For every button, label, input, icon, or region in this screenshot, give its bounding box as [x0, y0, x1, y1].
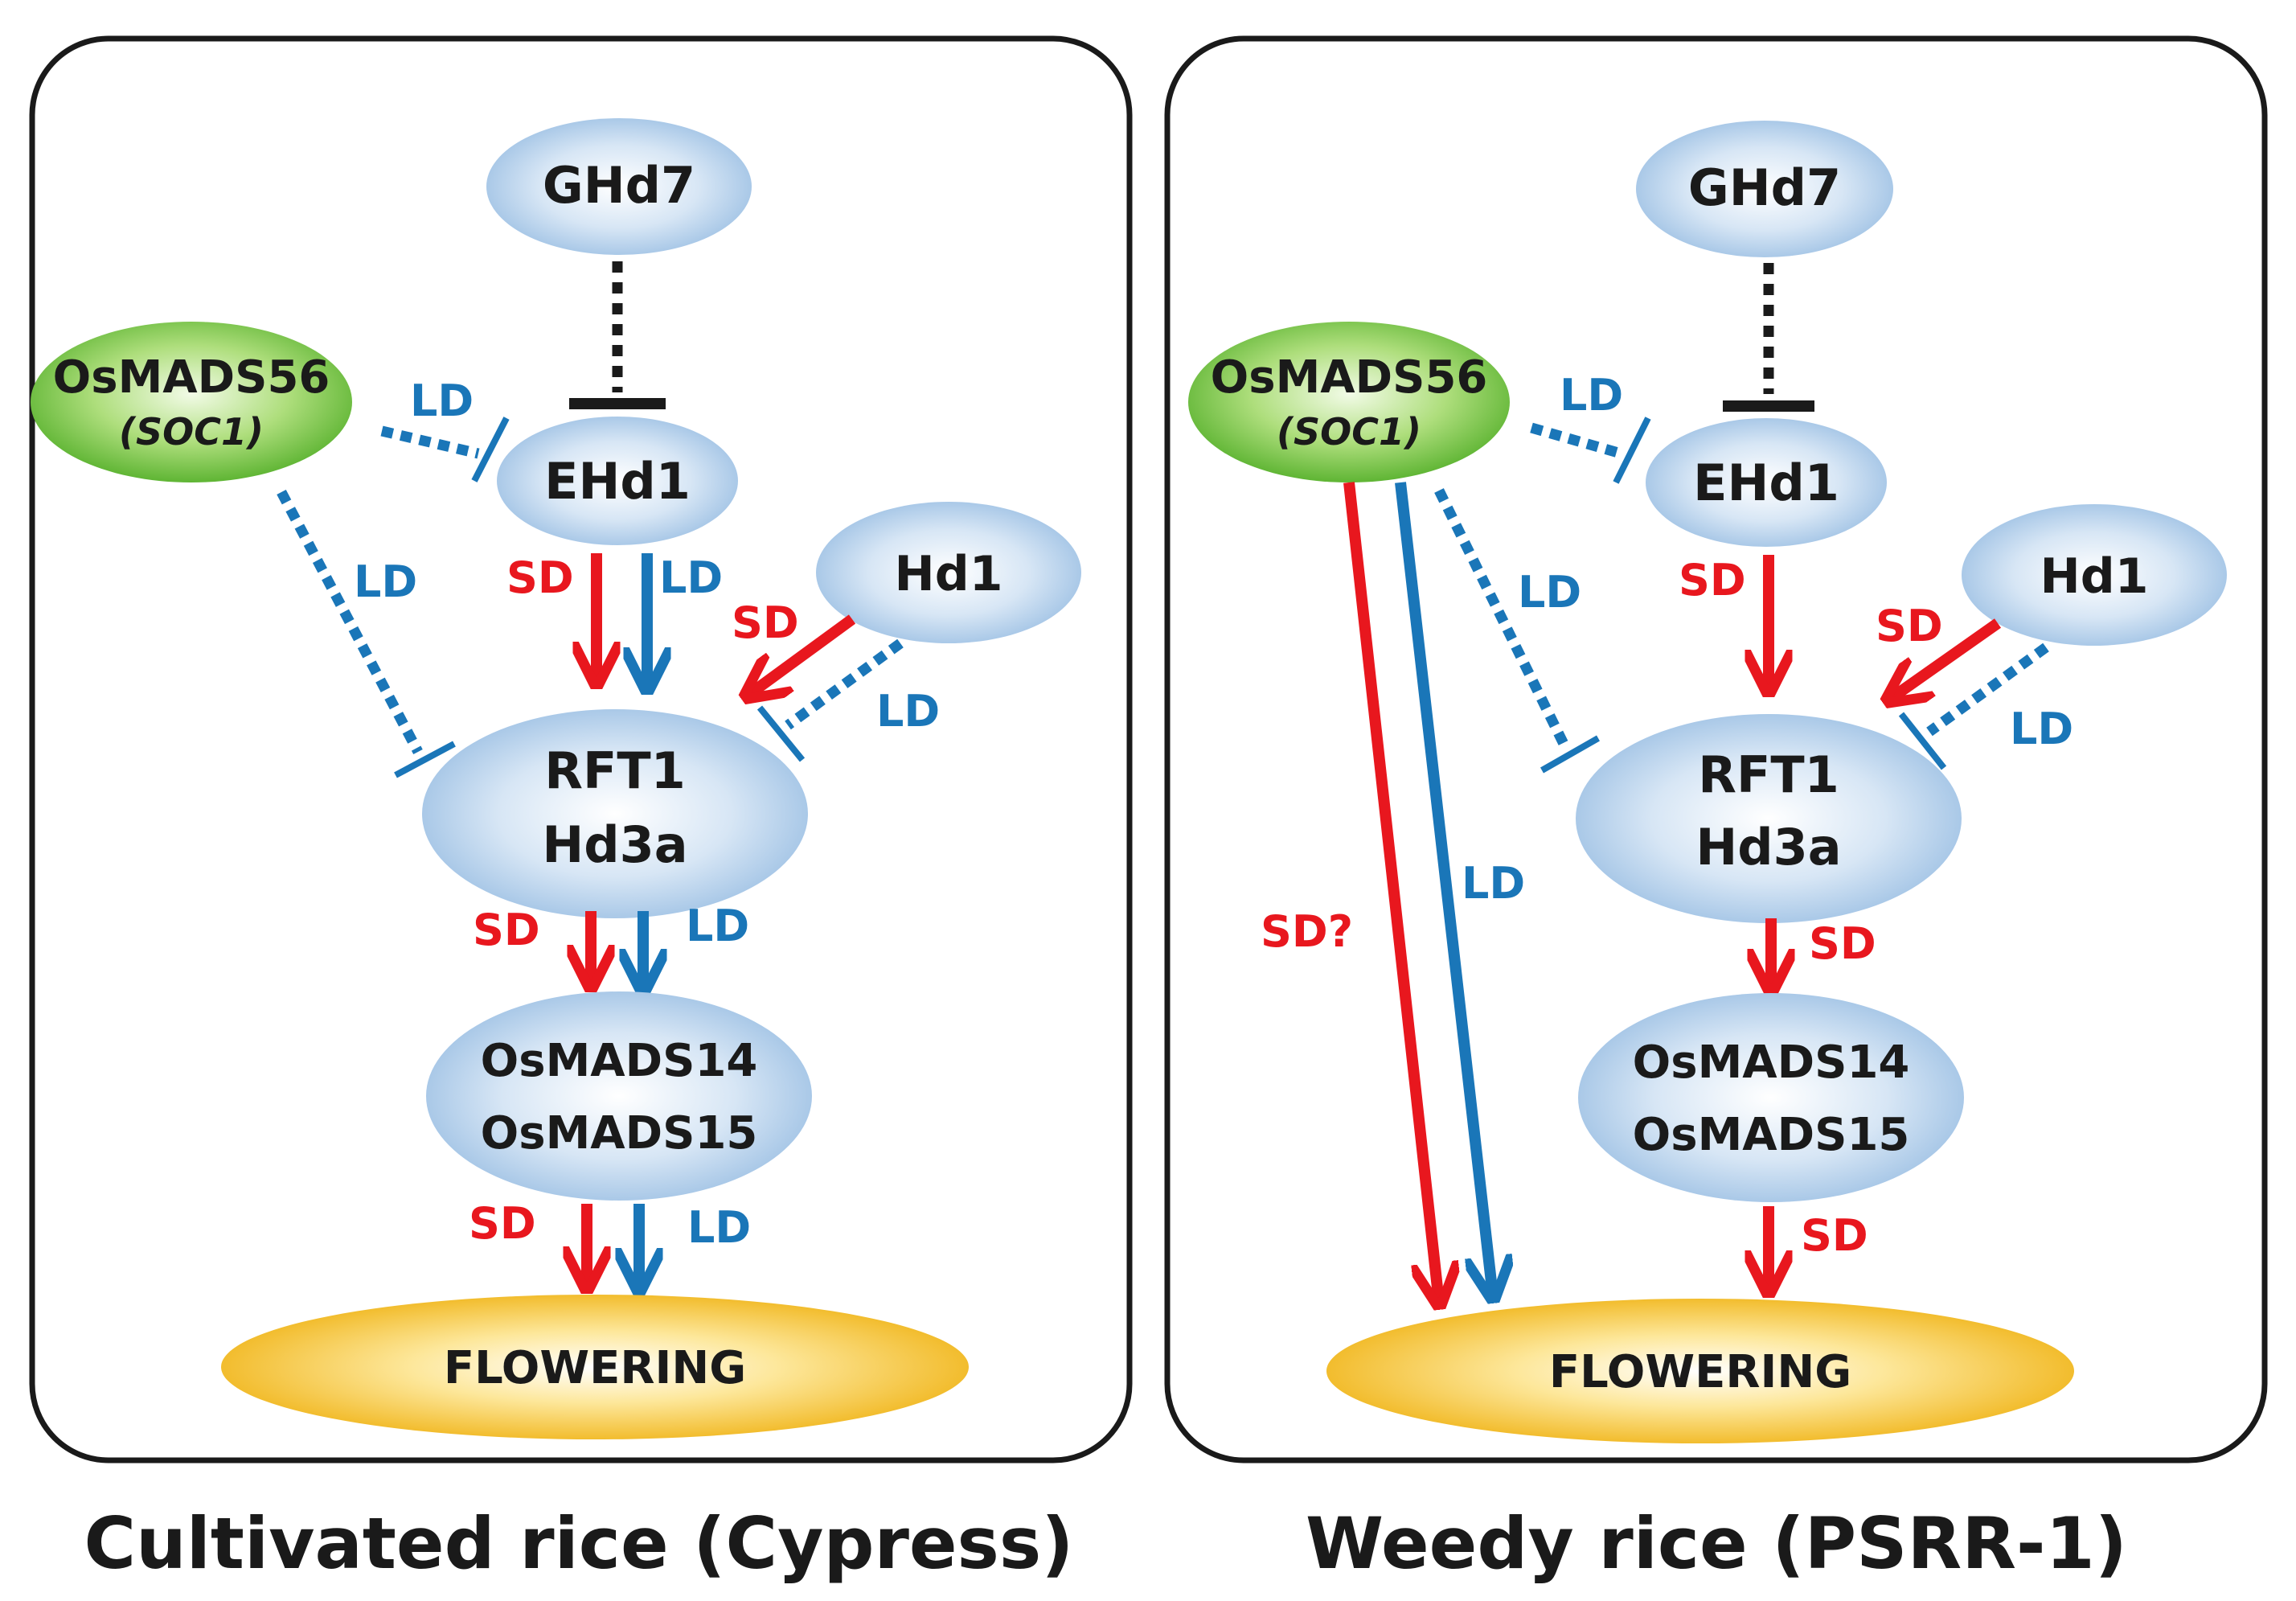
- node-osmads15-label: OsMADS15: [481, 1107, 758, 1160]
- panel-weedy: GHd7 EHd1 OsMADS56 (SOC1) LD LD SD? LD S…: [1164, 35, 2268, 1585]
- node-osmads56: OsMADS56 (SOC1): [1188, 322, 1510, 482]
- node-hd1: Hd1: [1962, 504, 2227, 646]
- node-osmads56: OsMADS56 (SOC1): [31, 322, 352, 482]
- node-osmads56-label: OsMADS56: [1211, 351, 1488, 404]
- node-soc1-label: (SOC1): [119, 410, 264, 454]
- label-ld: LD: [410, 376, 474, 426]
- label-ld: LD: [1462, 858, 1525, 909]
- repression-bar: [1898, 712, 1947, 770]
- node-ehd1-label: EHd1: [1693, 454, 1839, 512]
- label-sd: SD: [1679, 555, 1746, 606]
- node-soc1-label: (SOC1): [1277, 410, 1421, 454]
- node-osmads14-label: OsMADS14: [481, 1035, 758, 1087]
- node-rft1-hd3a: RFT1 Hd3a: [1576, 714, 1962, 923]
- edge-hd1-rft1-sd: [748, 614, 856, 696]
- repression-bar: [1540, 735, 1600, 774]
- node-hd1: Hd1: [816, 502, 1081, 643]
- node-ghd7-label: GHd7: [543, 156, 695, 215]
- node-flowering: FLOWERING: [1326, 1299, 2074, 1443]
- repression-bar: [1613, 417, 1651, 484]
- node-flowering-label: FLOWERING: [444, 1342, 746, 1394]
- edge-osmads56-flowering-sd: [1343, 482, 1439, 1303]
- label-sd: SD: [473, 905, 540, 955]
- label-ld: LD: [687, 1202, 751, 1253]
- node-ehd1: EHd1: [497, 417, 738, 545]
- label-ld: LD: [876, 686, 940, 737]
- label-sd: SD: [1876, 601, 1943, 651]
- node-hd3a-label: Hd3a: [542, 815, 687, 874]
- label-ld: LD: [354, 556, 417, 607]
- label-sd: SD: [732, 597, 799, 648]
- panel-caption: Cultivated rice (Cypress): [84, 1502, 1073, 1585]
- edge-hd1-rft1-ld: [1926, 642, 2049, 737]
- panel-cultivated: GHd7 EHd1 OsMADS56 (SOC1) LD LD SD LD: [29, 35, 1133, 1585]
- node-osmads14-15: OsMADS14 OsMADS15: [426, 991, 812, 1201]
- label-sd-question: SD?: [1261, 906, 1353, 957]
- panel-caption: Weedy rice (PSRR-1): [1306, 1502, 2127, 1585]
- node-hd1-label: Hd1: [895, 546, 1003, 602]
- edge-hd1-rft1-sd: [1889, 618, 2002, 700]
- label-ld: LD: [1560, 370, 1623, 421]
- label-sd: SD: [469, 1198, 536, 1249]
- label-sd: SD: [506, 552, 574, 603]
- node-osmads14-label: OsMADS14: [1633, 1037, 1910, 1089]
- node-rft1-label: RFT1: [544, 741, 686, 800]
- edge-osmads56-flowering-ld: [1395, 482, 1493, 1296]
- node-ehd1: EHd1: [1646, 418, 1887, 547]
- node-rft1-label: RFT1: [1698, 745, 1839, 804]
- node-rft1-hd3a: RFT1 Hd3a: [422, 709, 808, 918]
- node-flowering-label: FLOWERING: [1549, 1346, 1851, 1398]
- node-ehd1-label: EHd1: [544, 452, 691, 511]
- edge-osmads56-ehd1-ld: [380, 425, 480, 459]
- edge-hd1-rft1-ld: [785, 638, 904, 730]
- edge-osmads56-rft1-ld: [1434, 488, 1568, 746]
- node-hd3a-label: Hd3a: [1695, 818, 1841, 876]
- repression-bar: [394, 741, 456, 778]
- edge-osmads56-rft1-ld: [277, 489, 423, 755]
- label-ld: LD: [2010, 704, 2073, 754]
- node-osmads14-15: OsMADS14 OsMADS15: [1578, 993, 1964, 1202]
- node-ghd7-label: GHd7: [1688, 158, 1841, 217]
- repression-bar: [756, 705, 806, 762]
- node-ghd7: GHd7: [1636, 121, 1893, 257]
- node-hd1-label: Hd1: [2040, 548, 2149, 605]
- node-osmads15-label: OsMADS15: [1633, 1109, 1910, 1161]
- label-sd: SD: [1809, 918, 1876, 969]
- node-osmads56-label: OsMADS56: [53, 351, 330, 404]
- label-ld: LD: [686, 901, 749, 951]
- edge-osmads56-ehd1-ld: [1530, 422, 1626, 460]
- node-flowering: FLOWERING: [221, 1295, 969, 1439]
- label-sd: SD: [1801, 1210, 1868, 1261]
- repression-bar: [471, 417, 510, 482]
- label-ld: LD: [1518, 567, 1581, 618]
- node-ghd7: GHd7: [486, 118, 752, 255]
- label-ld: LD: [659, 552, 723, 603]
